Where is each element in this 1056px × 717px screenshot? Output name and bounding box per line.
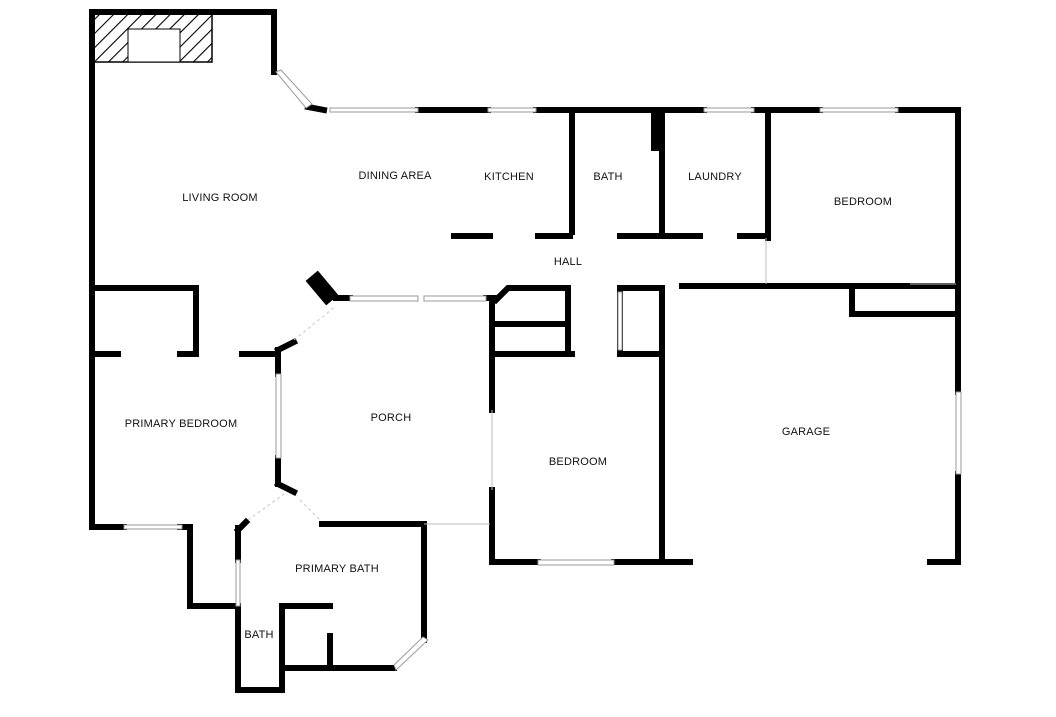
openings bbox=[247, 238, 956, 525]
label-bedroom-east: BEDROOM bbox=[834, 196, 892, 208]
label-garage: GARAGE bbox=[782, 426, 830, 438]
walls bbox=[89, 9, 961, 693]
fireplace-icon bbox=[91, 11, 213, 63]
label-primary-bedroom: PRIMARY BEDROOM bbox=[125, 418, 238, 430]
label-hall: HALL bbox=[554, 256, 582, 268]
label-primary-bath: PRIMARY BATH bbox=[295, 563, 379, 575]
label-bedroom-center: BEDROOM bbox=[549, 456, 607, 468]
windows bbox=[123, 69, 962, 671]
label-laundry: LAUNDRY bbox=[688, 171, 742, 183]
label-small-bath: BATH bbox=[244, 629, 273, 641]
label-porch: PORCH bbox=[371, 412, 412, 424]
room-labels: LIVING ROOM DINING AREA KITCHEN BATH LAU… bbox=[125, 170, 892, 641]
label-kitchen: KITCHEN bbox=[484, 171, 534, 183]
label-dining-area: DINING AREA bbox=[358, 170, 432, 182]
label-living-room: LIVING ROOM bbox=[182, 192, 258, 204]
label-bath: BATH bbox=[593, 171, 622, 183]
